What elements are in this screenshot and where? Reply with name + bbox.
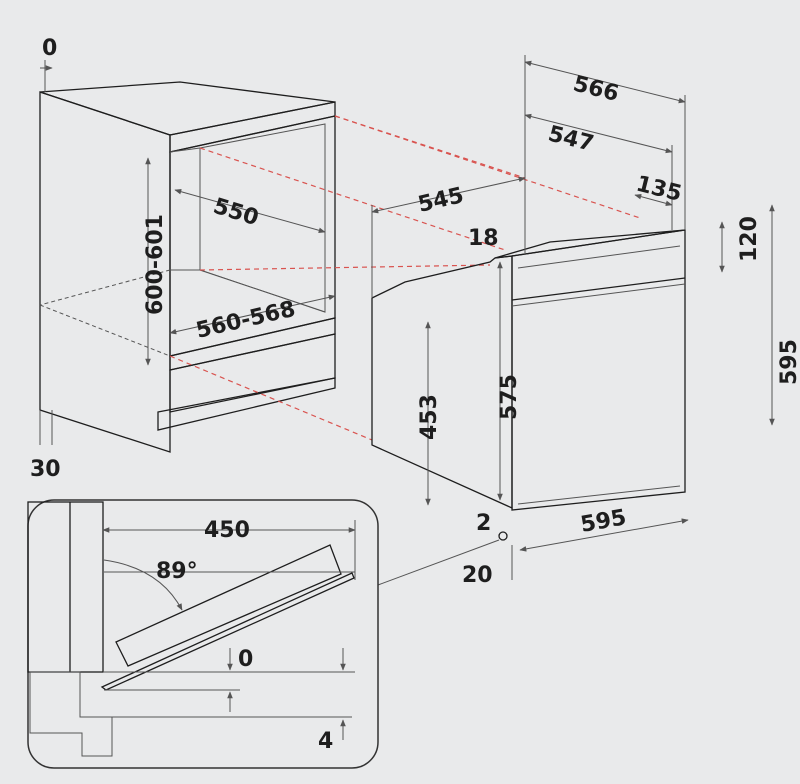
label-niche-depth: 550 xyxy=(210,194,261,231)
cabinet-top xyxy=(39,81,336,136)
alignment-guides xyxy=(169,115,641,441)
label-overall-depth: 566 xyxy=(571,72,622,107)
cabinet-toe-kick xyxy=(157,377,336,431)
label-cavity-height: 453 xyxy=(417,394,442,440)
label-top-gap: 0 xyxy=(42,36,57,61)
label-body-height: 575 xyxy=(497,374,522,420)
label-door-clearance: 450 xyxy=(204,518,250,543)
dimension-lines xyxy=(40,55,775,580)
label-front-gap: 2 xyxy=(476,511,491,536)
label-width: 595 xyxy=(579,505,629,538)
oven-front xyxy=(511,229,686,511)
door-detail-inset xyxy=(27,499,379,769)
cabinet xyxy=(39,60,336,453)
label-body-depth: 547 xyxy=(546,122,597,157)
label-door-angle: 89° xyxy=(156,559,198,584)
cabinet-side xyxy=(39,91,171,453)
oven-body-side xyxy=(371,255,513,510)
label-top-step: 18 xyxy=(468,226,499,251)
label-panel-height: 120 xyxy=(737,216,762,262)
detail-callout-marker xyxy=(498,531,508,541)
door-glass xyxy=(100,572,355,691)
label-panel-depth: 135 xyxy=(634,172,685,207)
cabinet-plinth xyxy=(169,333,336,413)
label-side-offset: 30 xyxy=(30,457,61,482)
label-side-depth: 545 xyxy=(416,183,466,218)
label-gap-top: 0 xyxy=(238,647,253,672)
label-niche-width: 560-568 xyxy=(194,297,298,344)
label-niche-height: 600-601 xyxy=(143,214,168,315)
label-bottom-offset: 20 xyxy=(462,563,493,588)
door-panel xyxy=(115,544,342,667)
label-overall-height: 595 xyxy=(777,339,800,385)
label-gap-bottom: 4 xyxy=(318,729,333,754)
